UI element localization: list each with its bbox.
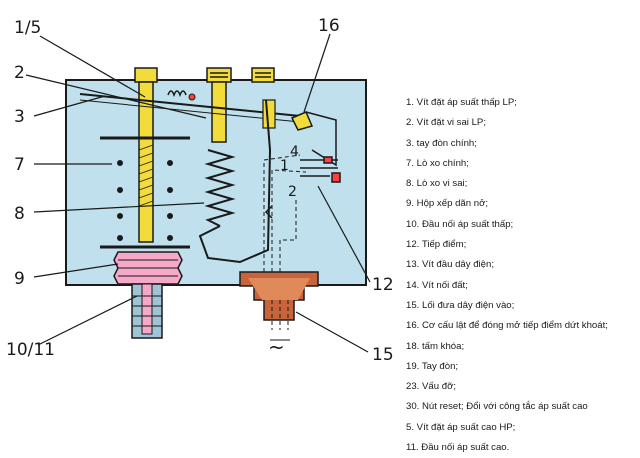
pressure-switch-diagram: ~ 1/5 2 3 7 8 9 10/11 16 12 15 4 1 2 xyxy=(6,16,394,365)
legend-item: 14. Vít nối đất; xyxy=(406,279,468,291)
callout-7: 7 xyxy=(14,155,25,175)
legend-item: 30. Nút reset; Đổi với công tắc áp suất … xyxy=(406,401,588,413)
callout-8: 8 xyxy=(14,204,25,224)
legend-item: 3. tay đòn chính; xyxy=(406,137,477,149)
callout-1-5: 1/5 xyxy=(14,18,41,38)
top-spring xyxy=(167,90,187,98)
leader-lines xyxy=(25,33,371,353)
ac-symbol: ~ xyxy=(268,335,285,359)
legend-item: 2. Vít đặt vi sai LP; xyxy=(406,117,486,129)
differential-screw xyxy=(211,81,227,143)
legend-item: 5. Vít đặt áp suất cao HP; xyxy=(406,421,516,433)
callout-9: 9 xyxy=(14,269,25,289)
legend-item: 9. Hộp xếp dãn nở; xyxy=(406,198,489,210)
legend-item: 12. Tiếp điểm; xyxy=(406,239,467,251)
callout-10-11: 10/11 xyxy=(6,340,55,360)
legend-item: 8. Lò xo vi sai; xyxy=(406,178,468,190)
legend-item: 16. Cơ cấu lật để đóng mở tiếp điểm dứt … xyxy=(406,320,608,332)
legend-item: 23. Vấu đỡ; xyxy=(406,381,457,393)
legend-item: 13. Vít đầu dây điện; xyxy=(406,259,495,271)
inner-label-4: 4 xyxy=(290,144,299,160)
callout-2: 2 xyxy=(14,63,25,83)
legend-item: 19. Tay đòn; xyxy=(406,360,459,372)
callout-15: 15 xyxy=(372,345,394,365)
legend-item: 7. Lò xo chính; xyxy=(406,157,469,169)
legend-item: 18. tấm khóa; xyxy=(406,340,465,352)
inner-label-1: 1 xyxy=(280,158,289,174)
inner-label-2: 2 xyxy=(288,184,297,200)
internal-wiring xyxy=(263,154,307,272)
main-spring xyxy=(117,160,173,241)
legend-list: 1. Vít đặt áp suất thấp LP; 2. Vít đặt v… xyxy=(406,93,608,458)
legend-item: 10. Đầu nối áp suất thấp; xyxy=(406,218,514,230)
legend-item: 1. Vít đặt áp suất thấp LP; xyxy=(406,97,517,108)
snap-mechanism xyxy=(290,111,314,131)
callout-12: 12 xyxy=(372,275,394,295)
callout-16: 16 xyxy=(318,16,340,36)
legend-item: 11. Đầu nối áp suất cao. xyxy=(406,442,510,454)
legend-item: 15. Lối đưa dây điện vào; xyxy=(406,299,515,311)
differential-spring xyxy=(204,149,236,227)
callout-3: 3 xyxy=(14,107,25,127)
contacts xyxy=(300,156,341,183)
